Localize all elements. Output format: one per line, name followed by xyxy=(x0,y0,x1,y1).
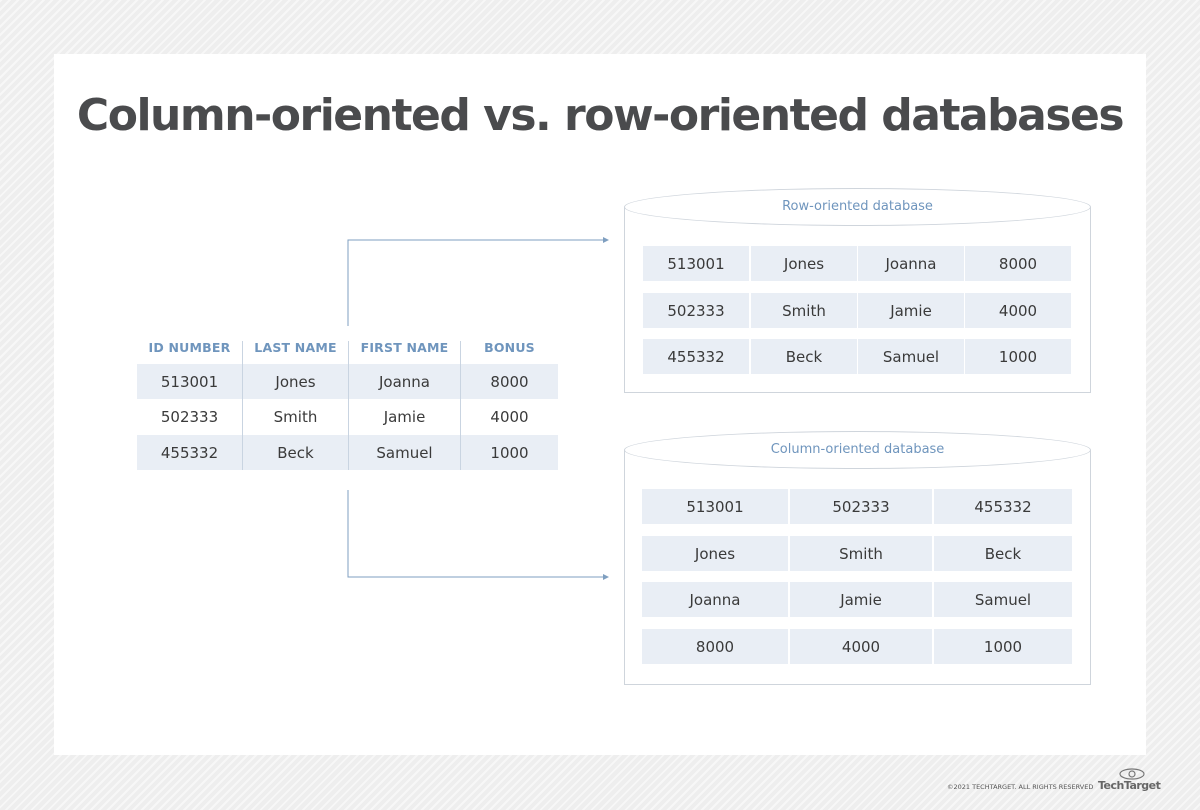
techtarget-logo: TechTarget xyxy=(1098,779,1161,792)
row-db-cell: 502333 xyxy=(643,293,749,328)
row-db-label: Row-oriented database xyxy=(782,199,933,214)
column-db-cell: Jamie xyxy=(790,582,932,617)
row-db-cell: Joanna xyxy=(858,246,964,281)
header-id-number: ID NUMBER xyxy=(148,340,231,355)
column-db-cell: 455332 xyxy=(934,489,1072,524)
techtarget-eye-icon xyxy=(1119,768,1145,780)
row-db-cell: Smith xyxy=(751,293,857,328)
header-last-name: LAST NAME xyxy=(254,340,337,355)
column-divider xyxy=(460,341,461,470)
column-db-cell: 502333 xyxy=(790,489,932,524)
header-first-name: FIRST NAME xyxy=(360,340,449,355)
column-db-cell: Jones xyxy=(642,536,788,571)
column-db-cell: 4000 xyxy=(790,629,932,664)
table-cell: Samuel xyxy=(349,435,460,470)
header-bonus: BONUS xyxy=(484,340,535,355)
column-db-cell: Joanna xyxy=(642,582,788,617)
table-cell: 513001 xyxy=(137,364,242,399)
column-db-cell: Samuel xyxy=(934,582,1072,617)
column-divider xyxy=(348,341,349,470)
table-cell: Joanna xyxy=(349,364,460,399)
table-cell: Smith xyxy=(273,407,318,426)
column-db-cell: Beck xyxy=(934,536,1072,571)
row-db-cell: 513001 xyxy=(643,246,749,281)
table-cell: Beck xyxy=(243,435,348,470)
table-cell: 455332 xyxy=(137,435,242,470)
column-db-cell: 513001 xyxy=(642,489,788,524)
row-db-cell: 1000 xyxy=(965,339,1071,374)
row-db-cell: 4000 xyxy=(965,293,1071,328)
column-db-cell: 8000 xyxy=(642,629,788,664)
row-db-cell: 8000 xyxy=(965,246,1071,281)
table-cell: Jamie xyxy=(383,407,426,426)
table-cell: 502333 xyxy=(160,407,219,426)
cylinder-top xyxy=(624,431,1091,469)
table-cell: 1000 xyxy=(461,435,558,470)
column-db-label: Column-oriented database xyxy=(770,442,945,457)
cylinder-top xyxy=(624,188,1091,226)
column-db-cell: 1000 xyxy=(934,629,1072,664)
column-db-cell: Smith xyxy=(790,536,932,571)
row-db-cell: 455332 xyxy=(643,339,749,374)
row-db-cell: Jones xyxy=(751,246,857,281)
table-cell: 8000 xyxy=(461,364,558,399)
row-db-cell: Beck xyxy=(751,339,857,374)
copyright-text: ©2021 TECHTARGET. ALL RIGHTS RESERVED xyxy=(947,783,1094,791)
diagram-title: Column-oriented vs. row-oriented databas… xyxy=(76,90,1125,141)
row-db-cell: Jamie xyxy=(858,293,964,328)
table-cell: Jones xyxy=(243,364,348,399)
table-cell: 4000 xyxy=(490,407,529,426)
row-db-cell: Samuel xyxy=(858,339,964,374)
column-divider xyxy=(242,341,243,470)
